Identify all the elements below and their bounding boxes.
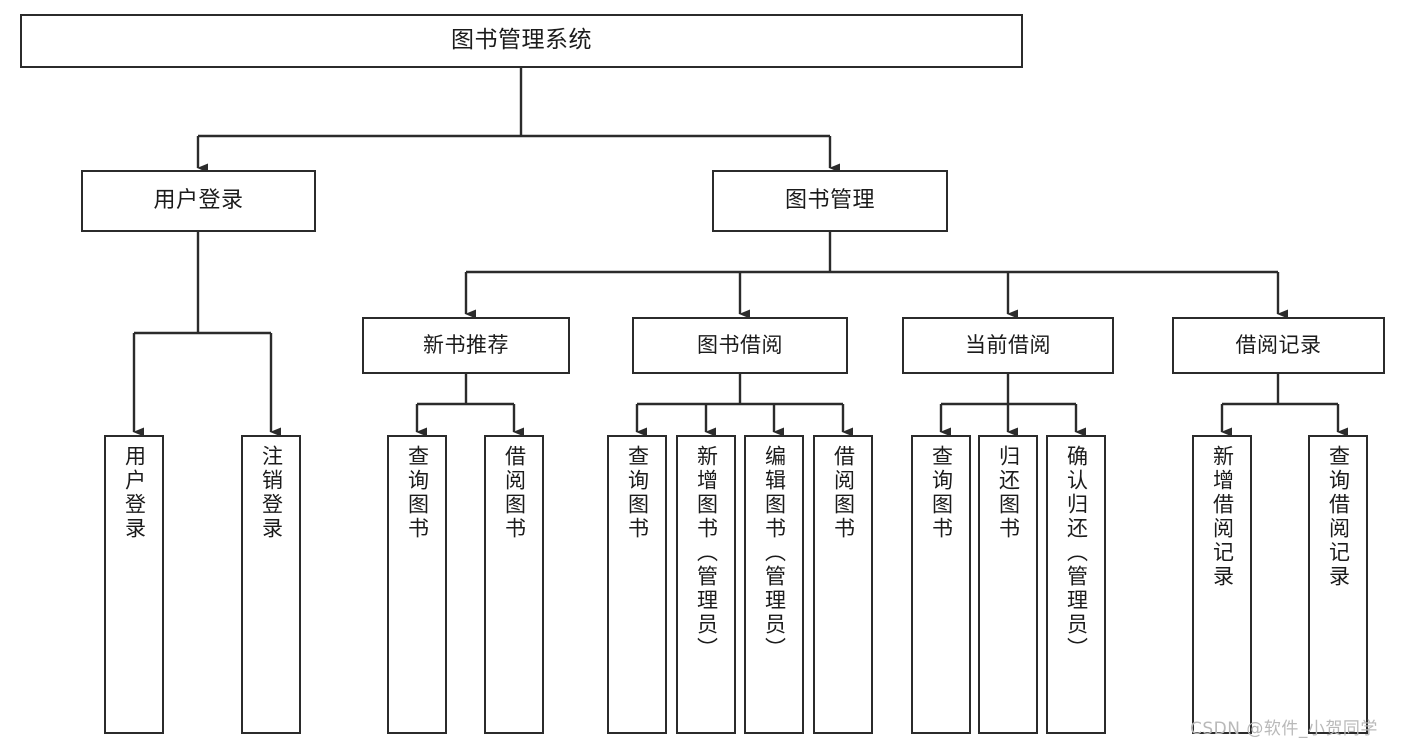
node-book-borrow[interactable]: 图书借阅: [632, 317, 848, 374]
node-label: 用户登录: [153, 188, 244, 214]
node-label: 查询图书: [929, 445, 954, 541]
node-label: 新书推荐: [423, 333, 509, 358]
node-leaf-add-book-admin[interactable]: 新增图书（管理员）: [676, 435, 736, 734]
current-borrow-to-leaves-connectors: [939, 374, 1086, 437]
node-borrow-record[interactable]: 借阅记录: [1172, 317, 1385, 374]
book-borrow-to-leaves-connectors: [635, 374, 853, 437]
node-label: 图书借阅: [697, 333, 783, 358]
node-label: 当前借阅: [965, 333, 1051, 358]
node-current-borrow[interactable]: 当前借阅: [902, 317, 1114, 374]
node-user-login[interactable]: 用户登录: [81, 170, 316, 232]
node-label: 新增图书（管理员）: [694, 445, 719, 661]
node-new-book-recommend[interactable]: 新书推荐: [362, 317, 570, 374]
node-leaf-query-borrow-record[interactable]: 查询借阅记录: [1308, 435, 1368, 734]
node-label: 编辑图书（管理员）: [762, 445, 787, 661]
new-book-recommend-to-leaves-connectors: [415, 374, 524, 437]
node-label: 归还图书: [996, 445, 1021, 541]
node-label: 查询借阅记录: [1326, 445, 1351, 589]
node-leaf-return-book[interactable]: 归还图书: [978, 435, 1038, 734]
node-leaf-logout[interactable]: 注销登录: [241, 435, 301, 734]
node-label: 借阅图书: [831, 445, 856, 541]
node-leaf-borrow-book-recommend[interactable]: 借阅图书: [484, 435, 544, 734]
node-label: 查询图书: [625, 445, 650, 541]
node-leaf-confirm-return-admin[interactable]: 确认归还（管理员）: [1046, 435, 1106, 734]
node-label: 确认归还（管理员）: [1064, 445, 1089, 661]
node-root-book-management-system[interactable]: 图书管理系统: [20, 14, 1023, 68]
node-leaf-borrow-book[interactable]: 借阅图书: [813, 435, 873, 734]
node-leaf-user-login[interactable]: 用户登录: [104, 435, 164, 734]
user-login-to-leaves-connectors: [132, 232, 281, 437]
root-to-level2-connectors: [196, 68, 840, 173]
node-label: 图书管理: [784, 188, 875, 214]
node-leaf-query-book-recommend[interactable]: 查询图书: [387, 435, 447, 734]
node-label: 注销登录: [259, 445, 284, 541]
csdn-watermark: CSDN @软件_小贺同学: [1190, 719, 1378, 739]
node-label: 用户登录: [122, 445, 147, 541]
node-leaf-query-book-borrow[interactable]: 查询图书: [607, 435, 667, 734]
node-book-management[interactable]: 图书管理: [712, 170, 948, 232]
node-leaf-edit-book-admin[interactable]: 编辑图书（管理员）: [744, 435, 804, 734]
node-label: 借阅记录: [1235, 333, 1322, 358]
node-label: 图书管理系统: [451, 27, 592, 54]
node-leaf-query-book-current[interactable]: 查询图书: [911, 435, 971, 734]
node-label: 新增借阅记录: [1210, 445, 1235, 589]
node-label: 查询图书: [405, 445, 430, 541]
node-leaf-add-borrow-record[interactable]: 新增借阅记录: [1192, 435, 1252, 734]
node-label: 借阅图书: [502, 445, 527, 541]
borrow-record-to-leaves-connectors: [1220, 374, 1348, 437]
book-management-to-level3-connectors: [464, 232, 1288, 319]
